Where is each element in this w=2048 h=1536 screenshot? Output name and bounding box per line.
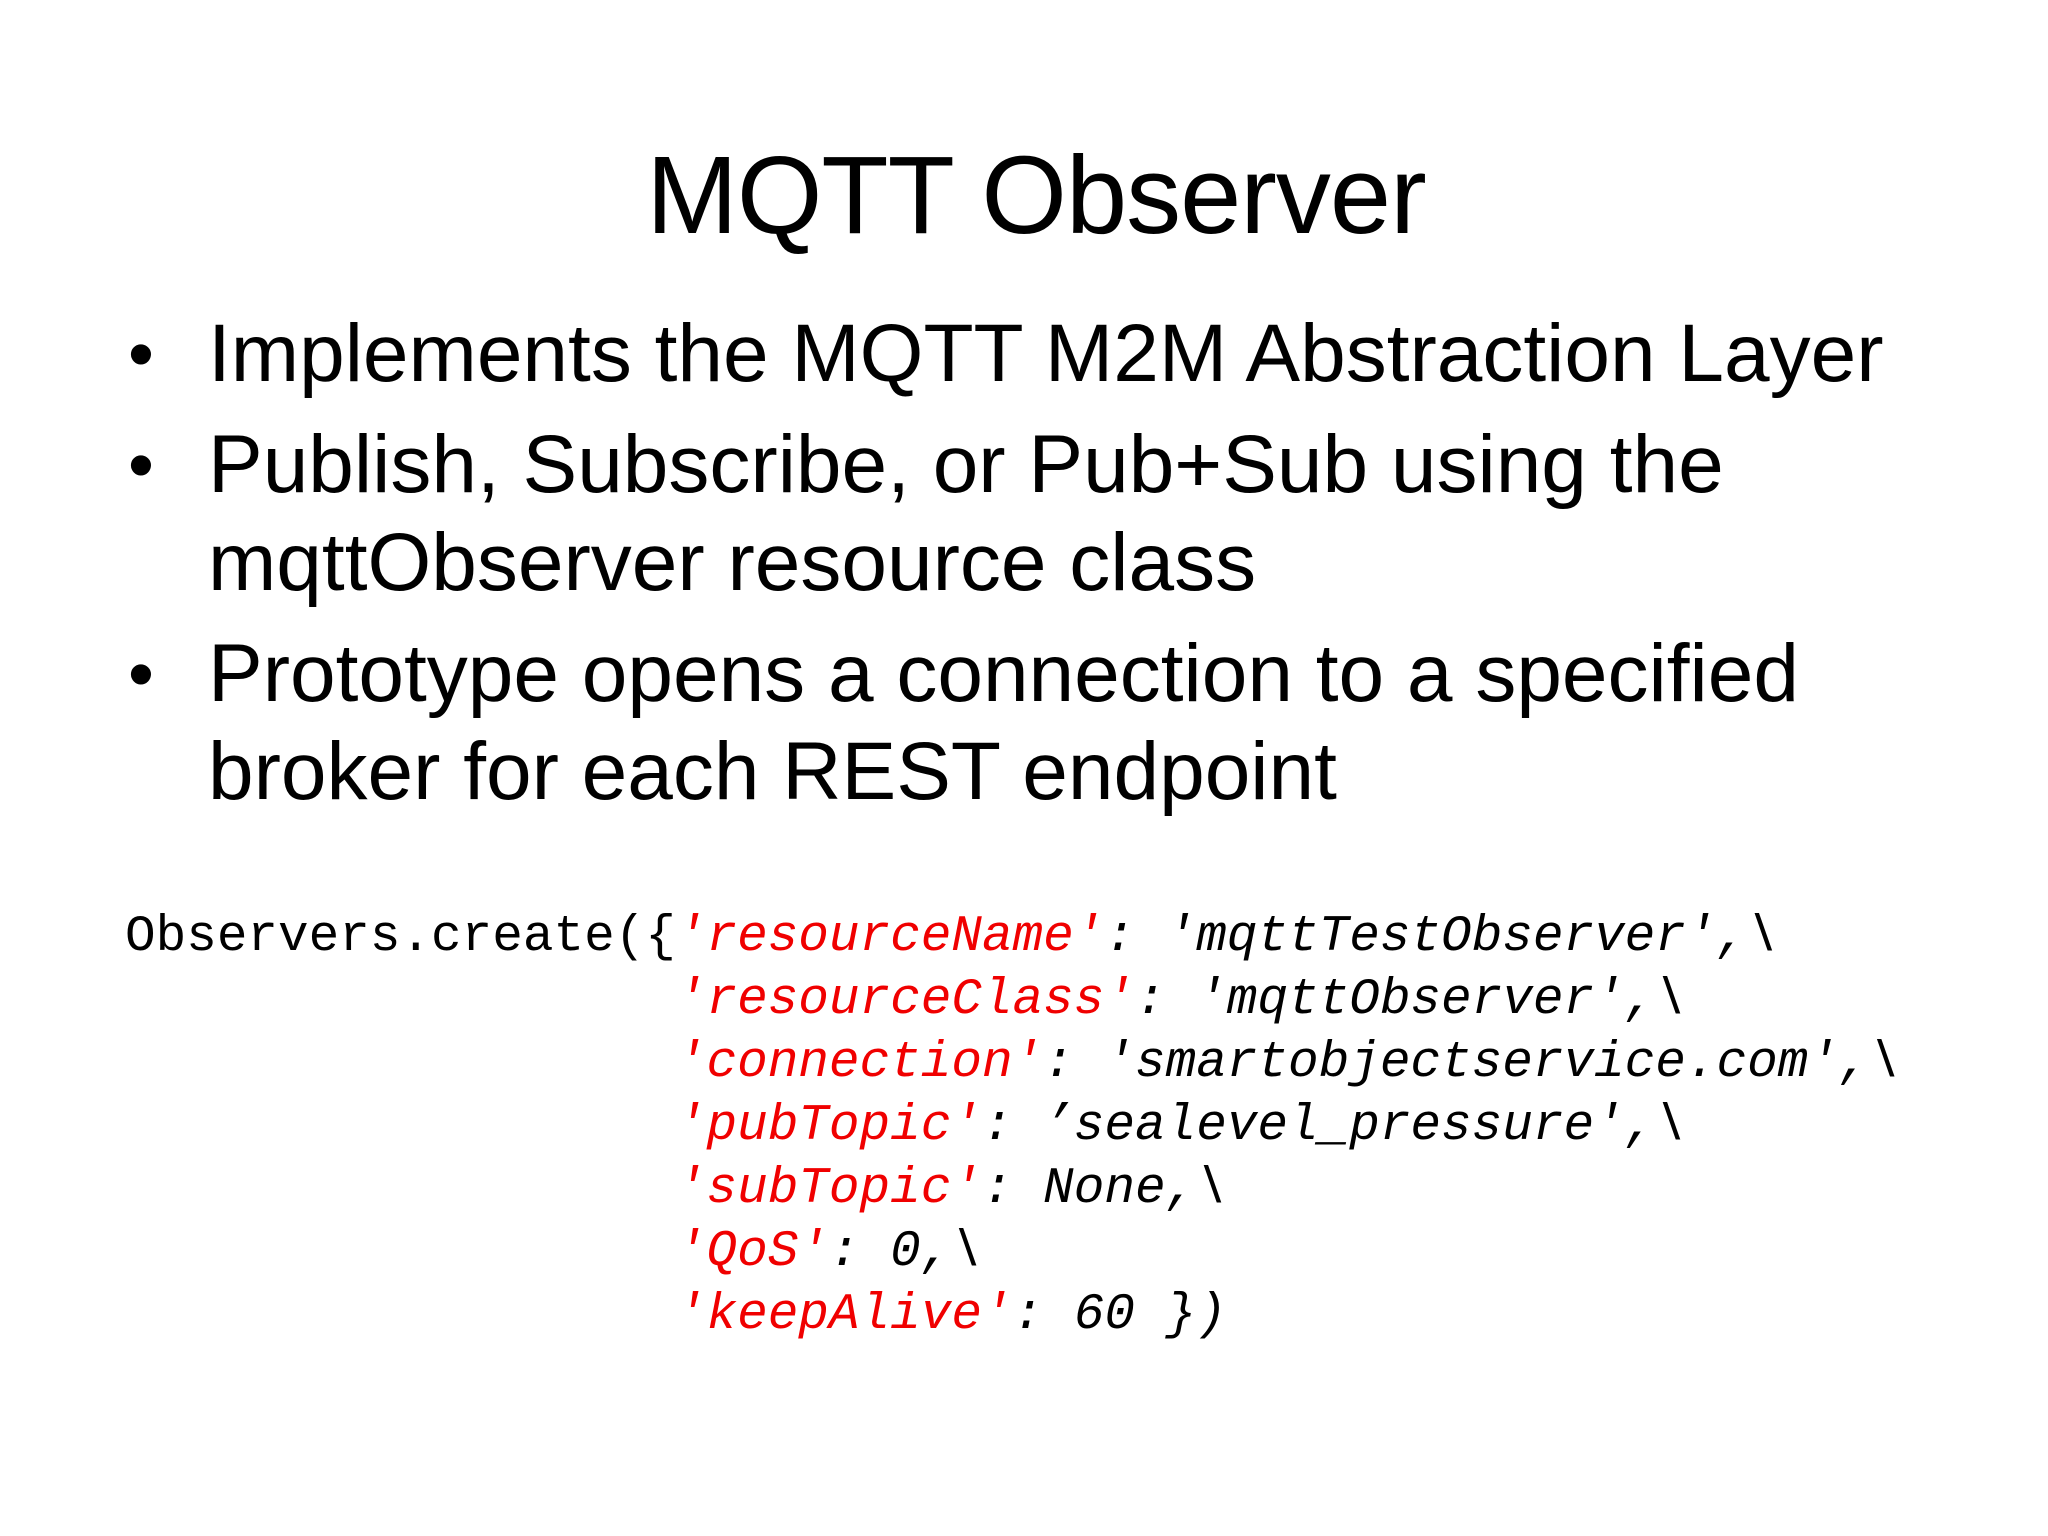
bullet-marker-icon: •	[128, 312, 154, 395]
code-segment-key: 'subTopic'	[675, 1161, 982, 1218]
code-segment-val: 'mqttObserver',\	[1196, 972, 1686, 1029]
bullet-list: • Implements the MQTT M2M Abstraction La…	[128, 305, 1988, 834]
code-segment-key: 'keepAlive'	[675, 1287, 1013, 1344]
bullet-marker-icon: •	[128, 423, 154, 506]
code-line: 'connection': 'smartobjectservice.com',\	[125, 1032, 1900, 1095]
code-segment-call	[125, 1287, 676, 1344]
code-segment-val: : 60 })	[1012, 1287, 1227, 1344]
code-segment-call	[125, 1161, 676, 1218]
code-segment-val: 'smartobjectservice.com',\	[1104, 1035, 1901, 1092]
code-segment-val: :	[981, 1098, 1044, 1155]
code-segment-key: 'pubTopic'	[675, 1098, 982, 1155]
code-line: 'QoS': 0,\	[125, 1221, 1900, 1284]
bullet-item: • Prototype opens a connection to a spec…	[128, 625, 1988, 821]
code-segment-key: 'connection'	[675, 1035, 1044, 1092]
code-segment-call	[125, 1035, 676, 1092]
code-line: Observers.create({'resourceName': 'mqttT…	[125, 906, 1900, 969]
bullet-marker-icon: •	[128, 632, 154, 715]
code-segment-val: :	[1104, 909, 1166, 966]
code-line: 'subTopic': None,\	[125, 1158, 1900, 1221]
code-segment-call	[125, 972, 676, 1029]
code-segment-call	[125, 1098, 676, 1155]
code-line: 'pubTopic': ’sealevel_pressure',\	[125, 1095, 1900, 1158]
code-segment-call: Observers.create({	[125, 909, 676, 966]
bullet-text: Prototype opens a connection to a specif…	[208, 628, 1799, 817]
bullet-item: • Implements the MQTT M2M Abstraction La…	[128, 305, 1988, 403]
bullet-item: • Publish, Subscribe, or Pub+Sub using t…	[128, 416, 1988, 612]
code-segment-key: 'QoS'	[675, 1224, 829, 1281]
code-segment-val: : 0,\	[828, 1224, 982, 1281]
bullet-text: Publish, Subscribe, or Pub+Sub using the…	[208, 419, 1724, 608]
code-block: Observers.create({'resourceName': 'mqttT…	[125, 906, 1900, 1347]
code-segment-val: : None,\	[981, 1161, 1227, 1218]
code-segment-val: :	[1134, 972, 1197, 1029]
code-segment-key: 'resourceName'	[675, 909, 1105, 966]
code-line: 'keepAlive': 60 })	[125, 1284, 1900, 1347]
code-segment-key: 'resourceClass'	[675, 972, 1135, 1029]
code-segment-val: 'mqttTestObserver',\	[1165, 909, 1778, 966]
code-segment-val: ’sealevel_pressure',\	[1043, 1098, 1686, 1155]
bullet-text: Implements the MQTT M2M Abstraction Laye…	[208, 308, 1884, 399]
slide-title: MQTT Observer	[646, 134, 1427, 257]
code-segment-call	[125, 1224, 676, 1281]
code-line: 'resourceClass': 'mqttObserver',\	[125, 969, 1900, 1032]
code-segment-val: :	[1043, 1035, 1105, 1092]
